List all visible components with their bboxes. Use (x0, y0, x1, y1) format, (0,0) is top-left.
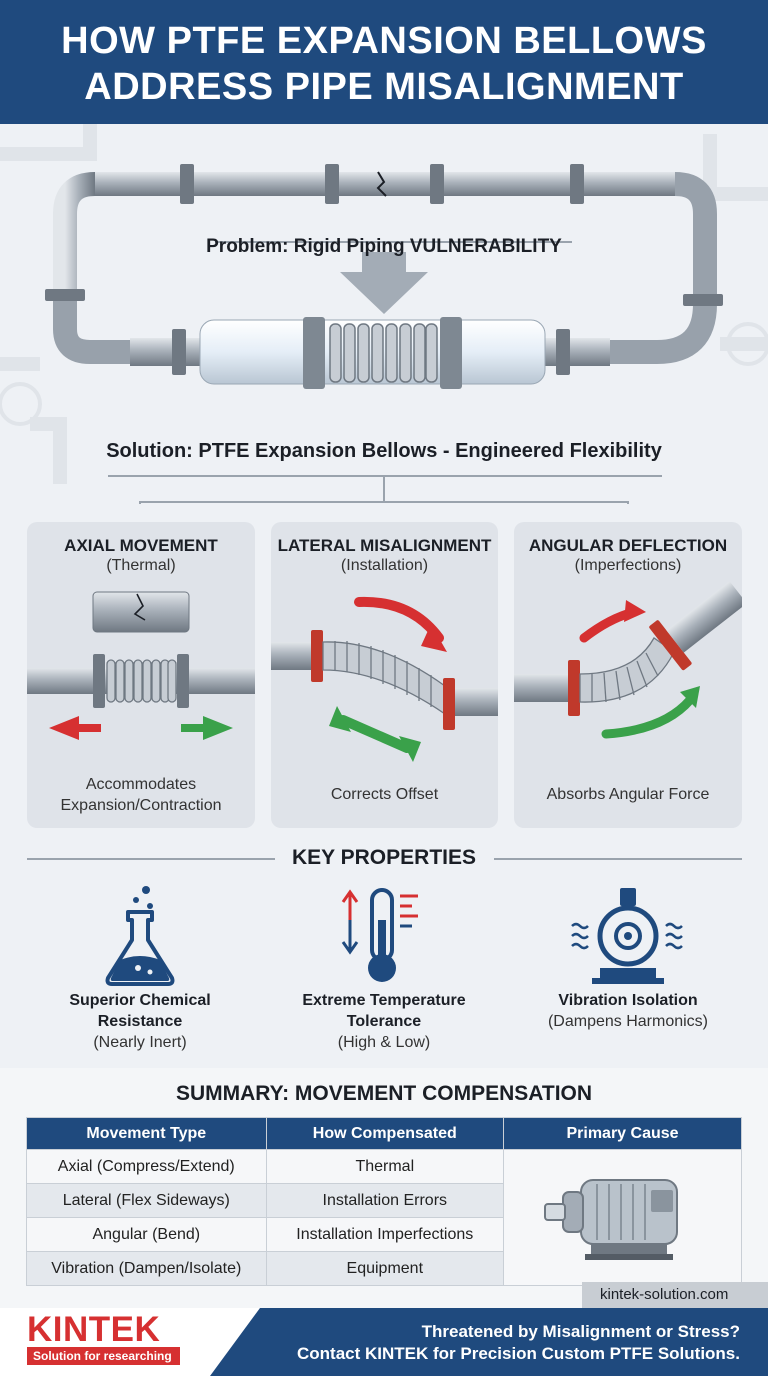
cell-movement: Vibration (Dampen/Isolate) (26, 1251, 267, 1286)
property-title-line2: Tolerance (346, 1013, 422, 1030)
divider-left (27, 858, 275, 860)
header-movement-type: Movement Type (26, 1117, 267, 1150)
card-title: ANGULAR DEFLECTION (528, 536, 728, 555)
property-subtitle: (High & Low) (337, 1034, 431, 1051)
table-row: Angular (Bend) Installation Imperfection… (26, 1217, 742, 1252)
logo-tagline: Solution for researching (27, 1347, 180, 1365)
thermometer-icon (341, 888, 418, 982)
motor-icon (543, 1179, 678, 1260)
divider-right (494, 858, 742, 860)
property-subtitle: (Nearly Inert) (93, 1034, 187, 1051)
cta-line2: Contact KINTEK for Precision Custom PTFE… (297, 1344, 740, 1363)
property-chemical: Superior Chemical Resistance (Nearly Ine… (30, 880, 250, 1053)
summary-table: Movement Type How Compensated Primary Ca… (26, 1117, 742, 1286)
website-url[interactable]: kintek-solution.com (582, 1282, 768, 1308)
property-subtitle: (Dampens Harmonics) (547, 1013, 709, 1030)
card-lateral-misalignment: LATERAL MISALIGNMENT (Installation) Corr… (271, 522, 498, 828)
card-subtitle: (Installation) (340, 557, 429, 574)
angular-bellows-icon (514, 582, 742, 739)
header-banner: HOW PTFE EXPANSION BELLOWS ADDRESS PIPE … (0, 0, 768, 124)
lateral-bellows-icon (271, 596, 498, 762)
property-vibration: Vibration Isolation (Dampens Harmonics) (518, 880, 738, 1032)
cta-line1: Threatened by Misalignment or Stress? (421, 1322, 740, 1341)
header-how-compensated: How Compensated (265, 1117, 505, 1150)
card-subtitle: (Thermal) (106, 557, 176, 574)
card-title: AXIAL MOVEMENT (64, 536, 218, 555)
card-subtitle: (Imperfections) (574, 557, 682, 574)
property-title-line2: Resistance (97, 1013, 183, 1030)
card-angular-deflection: ANGULAR DEFLECTION (Imperfections) Absor… (514, 522, 742, 828)
card-title: LATERAL MISALIGNMENT (277, 536, 492, 555)
key-properties-title: KEY PROPERTIES (292, 846, 476, 869)
cell-compensated: Thermal (265, 1149, 505, 1184)
property-title-line1: Superior Chemical (69, 992, 211, 1009)
pump-icon (571, 888, 683, 984)
solution-label: Solution: PTFE Expansion Bellows - Engin… (106, 440, 662, 462)
card-desc-line1: Corrects Offset (330, 786, 439, 803)
cell-movement: Angular (Bend) (26, 1217, 267, 1252)
cell-compensated: Installation Imperfections (265, 1217, 505, 1252)
table-row: Axial (Compress/Extend) Thermal (26, 1149, 742, 1286)
axial-bellows-icon (27, 591, 255, 740)
card-desc-line1: Accommodates (85, 776, 197, 793)
table-row: Vibration (Dampen/Isolate) Equipment (26, 1251, 742, 1286)
card-desc-line1: Absorbs Angular Force (546, 786, 710, 803)
card-axial-movement: AXIAL MOVEMENT (Thermal) Accommodates Ex… (27, 522, 255, 828)
page-title-line1: HOW PTFE EXPANSION BELLOWS (61, 20, 707, 62)
problem-label: Problem: Rigid Piping VULNERABILITY (206, 236, 562, 257)
property-title-line1: Vibration Isolation (558, 992, 698, 1009)
cell-movement: Lateral (Flex Sideways) (26, 1183, 267, 1218)
header-primary-cause: Primary Cause (503, 1117, 742, 1150)
motor-illustration-cell (503, 1149, 742, 1286)
cell-compensated: Installation Errors (265, 1183, 505, 1218)
table-header-row: Movement Type How Compensated Primary Ca… (26, 1117, 742, 1150)
cell-movement: Axial (Compress/Extend) (26, 1149, 267, 1184)
kintek-logo: KINTEK (27, 1310, 161, 1349)
summary-title: SUMMARY: MOVEMENT COMPENSATION (175, 1082, 593, 1105)
page-title-line2: ADDRESS PIPE MISALIGNMENT (84, 66, 684, 108)
property-title-line1: Extreme Temperature (302, 992, 466, 1009)
card-desc-line2: Expansion/Contraction (60, 797, 222, 814)
flask-icon (105, 886, 175, 986)
property-temperature: Extreme Temperature Tolerance (High & Lo… (274, 880, 494, 1053)
pipe-loop-illustration (0, 124, 768, 504)
hero-illustration: Problem: Rigid Piping VULNERABILITY Solu… (0, 124, 768, 504)
cell-compensated: Equipment (265, 1251, 505, 1286)
footer-cta-banner (210, 1308, 768, 1376)
